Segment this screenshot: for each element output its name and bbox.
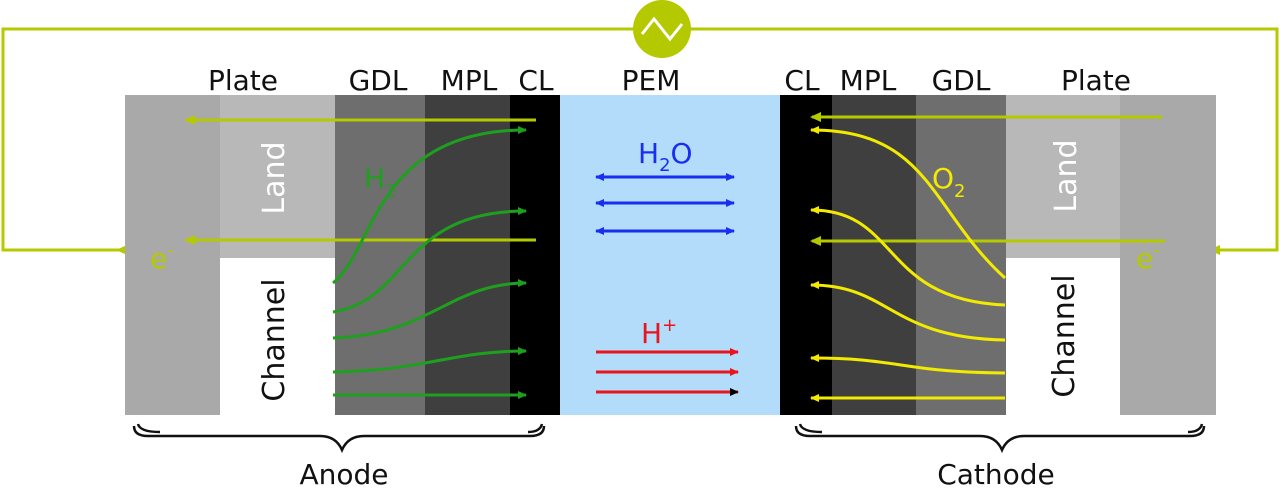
electron-left-label: e- (150, 240, 174, 275)
proton-transport (596, 348, 739, 396)
left-gdl-label: GDL (349, 64, 408, 97)
oxygen-arrow (810, 354, 1006, 375)
hydrogen-arrow (332, 279, 527, 340)
left-cl (510, 95, 560, 415)
layer-labels: Plate GDL MPL CL PEM CL MPL GDL Plate (208, 64, 1131, 97)
right-plate-label: Plate (1061, 64, 1131, 97)
left-plate-label: Plate (208, 64, 278, 97)
water-transport (595, 173, 735, 235)
water-label: H2O (638, 137, 693, 176)
cathode-label: Cathode (937, 458, 1055, 490)
anode-brace (132, 425, 546, 454)
channel-right-label: Channel (1047, 274, 1082, 397)
oxygen-arrow (810, 281, 1006, 342)
left-channel (220, 258, 335, 415)
proton-label: H+ (641, 315, 677, 350)
ac-source-icon (633, 0, 691, 58)
right-mpl-label: MPL (840, 64, 897, 97)
electron-right-label: e- (1136, 240, 1160, 275)
left-mpl-label: MPL (441, 64, 498, 97)
right-land (1006, 95, 1120, 258)
right-cl (780, 95, 832, 415)
anode-label: Anode (299, 458, 388, 490)
layer-blocks (125, 95, 1216, 415)
cathode-brace-accent (798, 423, 823, 434)
anode-brace-accent (527, 423, 544, 434)
region-labels: Land Land Channel Channel (257, 139, 1084, 401)
right-cl-label: CL (784, 64, 820, 97)
pem-label: PEM (622, 64, 681, 97)
electron-flow (184, 112, 1165, 246)
channel-left-label: Channel (257, 278, 292, 401)
cathode-brace-accent (1187, 423, 1204, 434)
oxygen-arrow (810, 206, 1006, 307)
hydrogen-arrow (332, 207, 527, 314)
oxygen-arrow (810, 126, 1007, 280)
left-mpl (425, 95, 510, 415)
cathode-brace (794, 425, 1206, 454)
left-land (220, 95, 335, 258)
anode-brace-accent (136, 423, 161, 434)
pem-membrane (560, 95, 780, 415)
hydrogen-arrow (332, 126, 527, 285)
right-gdl-label: GDL (932, 64, 991, 97)
land-left-label: Land (257, 141, 292, 214)
right-mpl (832, 95, 916, 415)
left-cl-label: CL (518, 64, 554, 97)
hydrogen-flow (332, 126, 527, 399)
land-right-label: Land (1049, 139, 1084, 212)
right-gdl (916, 95, 1006, 415)
hydrogen-arrow (332, 347, 527, 374)
left-gdl (335, 95, 425, 415)
h2-label: H2 (364, 162, 397, 202)
external-circuit (1, 0, 1279, 255)
species-labels: H2 O2 H2O H+ e- e- (150, 137, 1160, 350)
oxygen-flow (810, 126, 1007, 402)
electrode-braces: Anode Cathode (132, 423, 1206, 490)
o2-label: O2 (932, 162, 966, 202)
right-channel (1006, 258, 1120, 415)
